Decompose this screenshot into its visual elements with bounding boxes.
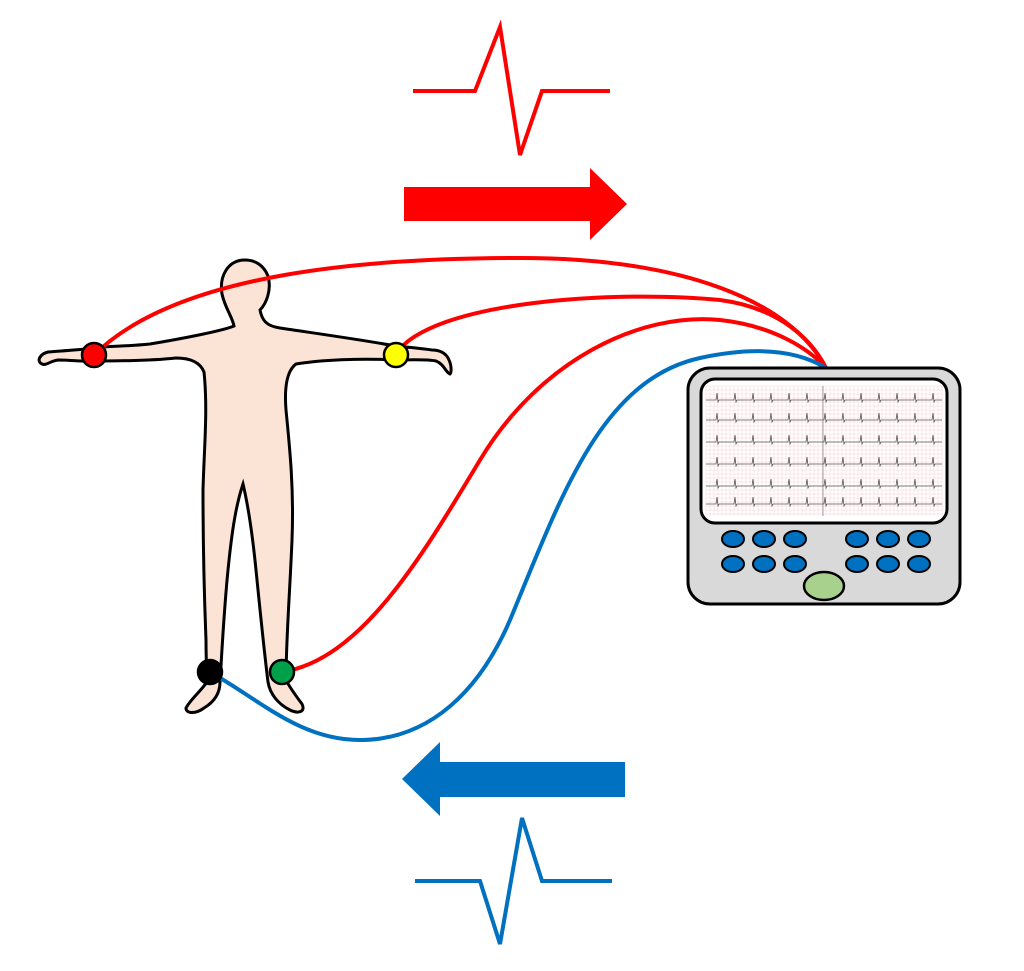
- ecg-trace-row: [706, 496, 942, 508]
- ecg-machine-power-button[interactable]: [802, 570, 846, 602]
- outgoing-pulse-waveform: [413, 19, 610, 156]
- human-figure: [37, 258, 453, 714]
- ecg-machine-button[interactable]: [845, 555, 869, 573]
- cable-left-leg: [281, 317, 828, 674]
- electrode-left-arm: [382, 341, 410, 369]
- ecg-trace-row: [706, 456, 942, 468]
- electrode-left-leg: [268, 658, 296, 686]
- electrode-right-arm: [80, 341, 108, 369]
- ecg-machine-button[interactable]: [721, 530, 745, 548]
- ecg-machine-button[interactable]: [783, 555, 807, 573]
- ecg-paper-grid: [705, 385, 943, 516]
- outgoing-arrow-icon: [404, 168, 627, 240]
- cable-right-leg: [209, 349, 828, 743]
- ecg-machine-buttons: [721, 530, 931, 573]
- return-pulse-waveform: [415, 817, 612, 945]
- ecg-machine-button[interactable]: [876, 555, 900, 573]
- return-arrow-icon: [402, 742, 625, 816]
- ecg-trace-row: [706, 392, 942, 404]
- ecg-machine-button[interactable]: [783, 530, 807, 548]
- ecg-machine-button[interactable]: [907, 530, 931, 548]
- ecg-trace-row: [706, 434, 942, 446]
- body-silhouette: [37, 258, 453, 714]
- cable-left-arm: [393, 294, 828, 369]
- ecg-trace-row: [706, 412, 942, 424]
- ecg-machine-button[interactable]: [721, 555, 745, 573]
- lead-cables: [92, 255, 828, 743]
- ecg-machine-button[interactable]: [845, 530, 869, 548]
- ecg-traces: [706, 386, 942, 516]
- electrode-right-leg: [196, 658, 224, 686]
- electrodes: [80, 341, 410, 686]
- ecg-trace-row: [706, 478, 942, 490]
- ecg-machine-button[interactable]: [876, 530, 900, 548]
- ecg-machine: [686, 366, 962, 606]
- ecg-machine-button[interactable]: [752, 530, 776, 548]
- ecg-machine-button[interactable]: [752, 555, 776, 573]
- cable-right-arm: [92, 255, 828, 369]
- ecg-machine-button[interactable]: [907, 555, 931, 573]
- ecg-machine-screen: [699, 377, 949, 525]
